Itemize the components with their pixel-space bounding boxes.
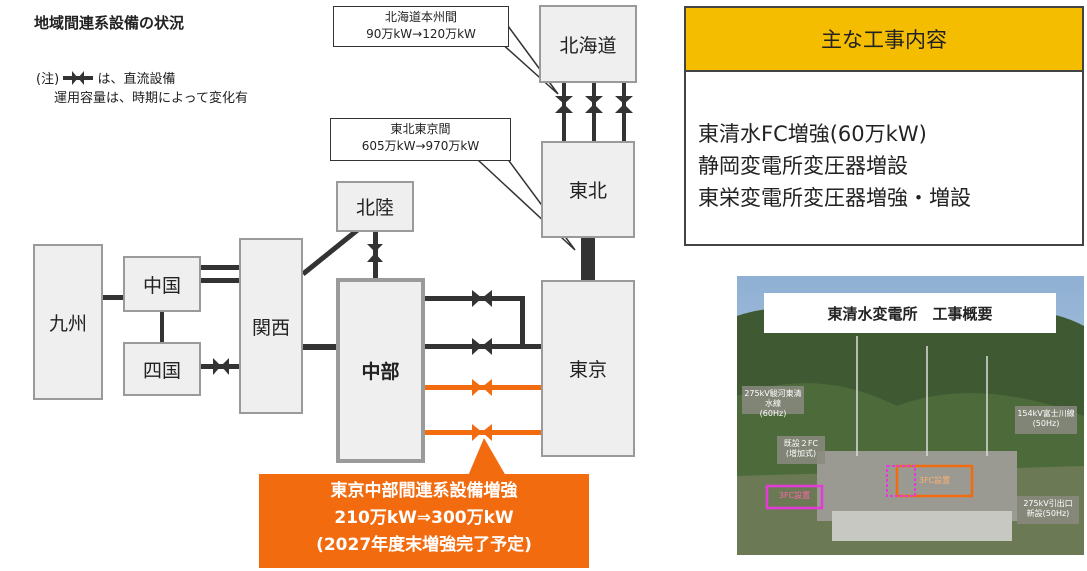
diagram-title: 地域間連系設備の状況 bbox=[34, 14, 185, 32]
dc-symbol-icon bbox=[63, 71, 94, 85]
region-kansai: 関西 bbox=[239, 238, 303, 414]
hokkaido-callout-line2: 90万kW→120万kW bbox=[366, 27, 476, 41]
tohoku-callout-line1: 東北東京間 bbox=[390, 122, 451, 136]
tohoku-callout: 東北東京間 605万kW→970万kW bbox=[330, 118, 511, 161]
panel-heading: 主な工事内容 bbox=[684, 6, 1084, 72]
region-hokuriku: 北陸 bbox=[336, 181, 414, 232]
reinforcement-banner: 東京中部間連系設備増強 210万kW⇒300万kW (2027年度末増強完了予定… bbox=[259, 474, 589, 568]
photo-label: 275kV駿河東清水線(60Hz) bbox=[744, 389, 802, 418]
panel-item: 東栄変電所変圧器増強・増設 bbox=[698, 186, 971, 210]
photo-label: 3FC設置 bbox=[778, 491, 811, 500]
banner-line2: 210万kW⇒300万kW bbox=[334, 508, 514, 528]
panel-item: 静岡変電所変圧器増設 bbox=[698, 154, 908, 178]
region-tohoku: 東北 bbox=[541, 141, 635, 238]
region-kyushu: 九州 bbox=[33, 244, 103, 400]
photo-label: 275kV引出口新設(50Hz) bbox=[1023, 499, 1073, 518]
banner-line1: 東京中部間連系設備増強 bbox=[330, 481, 518, 501]
photo-label: 154kV富士川線(50Hz) bbox=[1017, 409, 1075, 428]
region-tokyo: 東京 bbox=[541, 280, 635, 457]
photo-title: 東清水変電所 工事概要 bbox=[764, 293, 1056, 333]
banner-line3: (2027年度末増強完了予定) bbox=[316, 535, 532, 555]
note-suffix: は、直流設備 bbox=[97, 72, 176, 87]
region-chugoku: 中国 bbox=[123, 256, 201, 312]
capacity-note: 運用容量は、時期によって変化有 bbox=[54, 91, 248, 106]
region-chubu: 中部 bbox=[336, 278, 425, 463]
photo-label: 既設２FC(增加式) bbox=[783, 439, 819, 458]
region-shikoku: 四国 bbox=[123, 342, 201, 396]
note-prefix: (注) bbox=[36, 72, 60, 87]
hokkaido-callout-line1: 北海道本州間 bbox=[384, 10, 457, 24]
substation-photo bbox=[737, 276, 1084, 555]
panel-item: 東清水FC増強(60万kW) bbox=[698, 122, 927, 146]
region-hokkaido: 北海道 bbox=[539, 5, 637, 83]
photo-label: 3FC設置 bbox=[918, 476, 951, 485]
dc-note: (注) は、直流設備 bbox=[36, 68, 175, 87]
tohoku-callout-line2: 605万kW→970万kW bbox=[361, 139, 480, 153]
hokkaido-callout: 北海道本州間 90万kW→120万kW bbox=[333, 6, 509, 47]
